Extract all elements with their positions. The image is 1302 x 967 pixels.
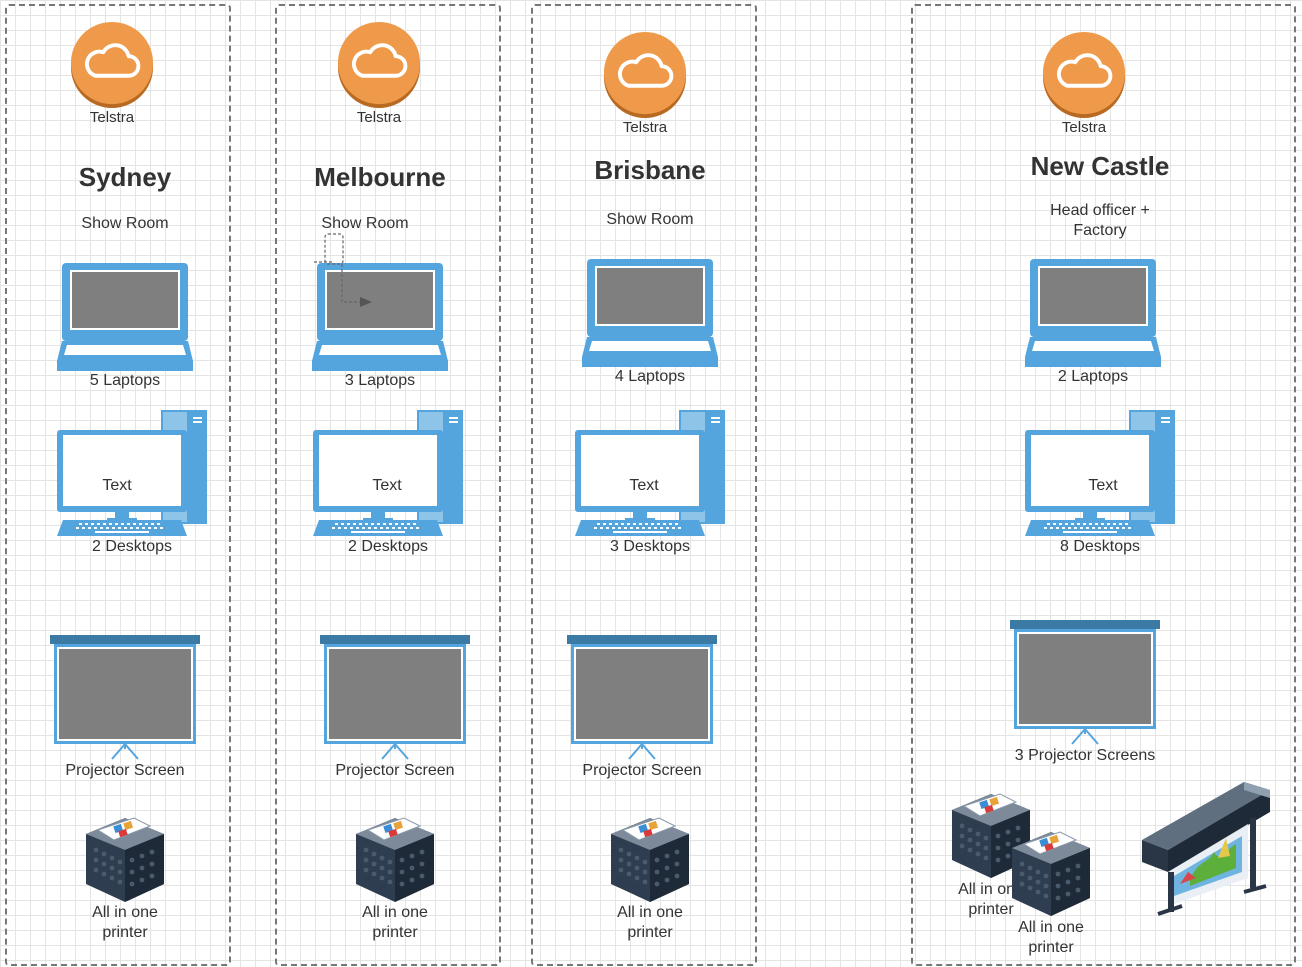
city-title: Sydney: [78, 162, 172, 192]
projector-label: Projector Screen: [65, 762, 185, 779]
location-panel-melbourne: [275, 4, 501, 966]
site-type-label: Show Room: [606, 211, 694, 228]
desktop-computer-icon[interactable]: [313, 410, 463, 536]
printer-label: All in one printer: [1018, 919, 1084, 956]
all-in-one-printer-icon[interactable]: [609, 814, 691, 904]
projector-screen-icon[interactable]: [1010, 620, 1160, 750]
desktop-screen-text: Text: [1088, 477, 1118, 494]
large-format-printer-icon[interactable]: [1138, 768, 1272, 918]
laptop-icon[interactable]: [1025, 259, 1161, 367]
projector-screen-icon[interactable]: [567, 635, 717, 765]
desktop-computer-icon[interactable]: [57, 410, 207, 536]
printer-label: All in one printer: [617, 904, 683, 941]
desktop-screen-text: Text: [372, 477, 402, 494]
isp-label: Telstra: [356, 109, 402, 126]
desktop-screen-text: Text: [629, 477, 659, 494]
printer-label: All in one printer: [92, 904, 158, 941]
all-in-one-printer-icon[interactable]: [1010, 828, 1092, 918]
printer-label: All in one printer: [958, 881, 1024, 918]
city-title: Melbourne: [314, 162, 446, 192]
projector-screen-icon[interactable]: [50, 635, 200, 765]
printer-label: All in one printer: [362, 904, 428, 941]
desktop-count-label: 2 Desktops: [91, 538, 173, 555]
site-type-label: Head officer + Factory: [1050, 202, 1150, 239]
connector-arrow[interactable]: [312, 232, 382, 312]
isp-label: Telstra: [1061, 119, 1107, 136]
laptop-icon[interactable]: [582, 259, 718, 367]
desktop-computer-icon[interactable]: [1025, 410, 1175, 536]
projector-screen-icon[interactable]: [320, 635, 470, 765]
city-title: Brisbane: [594, 155, 706, 185]
laptop-count-label: 5 Laptops: [89, 372, 161, 389]
laptop-icon[interactable]: [57, 263, 193, 371]
desktop-computer-icon[interactable]: [575, 410, 725, 536]
desktop-count-label: 8 Desktops: [1059, 538, 1141, 555]
isp-label: Telstra: [89, 109, 135, 126]
desktop-count-label: 3 Desktops: [609, 538, 691, 555]
site-type-label: Show Room: [81, 215, 169, 232]
isp-label: Telstra: [622, 119, 668, 136]
cloud-icon[interactable]: [1040, 30, 1128, 118]
cloud-icon[interactable]: [68, 20, 156, 108]
projector-label: 3 Projector Screens: [1014, 747, 1156, 764]
location-panel-new-castle: [911, 4, 1296, 966]
location-panel-brisbane: [531, 4, 757, 966]
location-panel-sydney: [5, 4, 231, 966]
projector-label: Projector Screen: [335, 762, 455, 779]
cloud-icon[interactable]: [335, 20, 423, 108]
city-title: New Castle: [1030, 151, 1170, 181]
laptop-count-label: 2 Laptops: [1057, 368, 1129, 385]
desktop-screen-text: Text: [102, 477, 132, 494]
projector-label: Projector Screen: [582, 762, 702, 779]
laptop-count-label: 3 Laptops: [344, 372, 416, 389]
laptop-count-label: 4 Laptops: [614, 368, 686, 385]
all-in-one-printer-icon[interactable]: [354, 814, 436, 904]
cloud-icon[interactable]: [601, 30, 689, 118]
site-type-label: Show Room: [321, 215, 409, 232]
desktop-count-label: 2 Desktops: [347, 538, 429, 555]
all-in-one-printer-icon[interactable]: [84, 814, 166, 904]
